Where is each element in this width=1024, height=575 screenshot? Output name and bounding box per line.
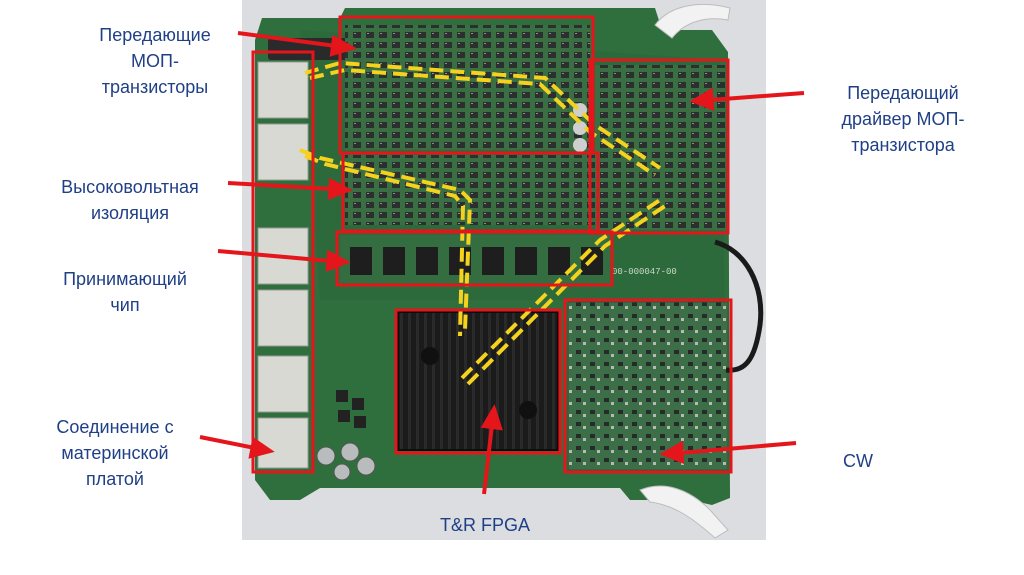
pcb-marking: 00-000047-00	[612, 267, 677, 277]
ejector-clip-top	[654, 3, 731, 39]
callout-arrows	[199, 31, 805, 495]
label-fpga: T&R FPGA	[439, 515, 530, 535]
arrow-fpga	[482, 424, 494, 495]
label-mosfet-driver: Передающий драйвер МОП- транзистора	[841, 83, 965, 155]
rx-chip-row	[340, 235, 610, 283]
arrow-connectors	[199, 435, 256, 450]
cw-module	[567, 301, 729, 471]
ejector-clip-bottom	[639, 485, 729, 539]
arrow-tx-mosfets	[237, 31, 337, 48]
box-cw	[563, 298, 733, 474]
arrow-rx-chip	[217, 249, 331, 263]
capacitors	[316, 103, 587, 481]
box-connectors	[251, 50, 315, 474]
box-mosfet-driver	[588, 58, 730, 235]
mosfet-driver-array	[595, 65, 725, 230]
signal-paths	[299, 60, 667, 386]
arrow-cw	[679, 441, 797, 455]
fpga-heatsink	[397, 311, 559, 451]
label-cw: CW	[843, 451, 873, 471]
label-tx-mosfets: Передающие МОП- транзисторы	[99, 25, 211, 97]
label-motherboard-connection: Соединение с материнской платой	[56, 417, 174, 489]
arrow-hv-isolation	[227, 181, 333, 191]
label-rx-chip: Принимающий чип	[63, 269, 187, 315]
box-fpga	[394, 308, 562, 455]
label-hv-isolation: Высоковольтная изоляция	[61, 177, 199, 223]
cable	[714, 239, 764, 373]
tx-mosfet-array	[345, 25, 590, 150]
arrow-mosfet-driver	[709, 91, 805, 102]
